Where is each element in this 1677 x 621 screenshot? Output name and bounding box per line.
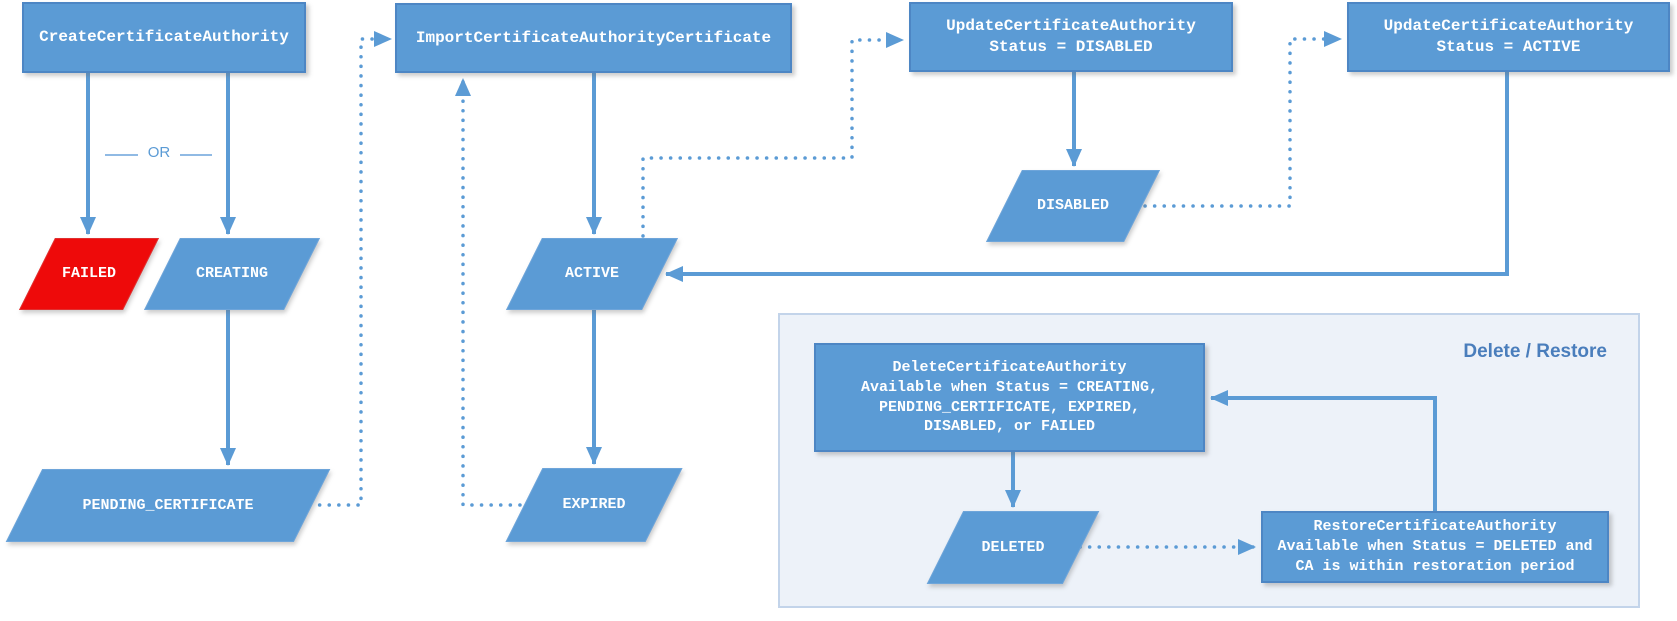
state-active-label: ACTIVE bbox=[564, 265, 619, 283]
state-deleted: DELETED bbox=[926, 511, 1100, 584]
state-creating: CREATING bbox=[143, 238, 321, 310]
node-update-certificate-authority-active: UpdateCertificateAuthority Status = ACTI… bbox=[1347, 2, 1670, 72]
state-disabled: DISABLED bbox=[985, 170, 1161, 242]
node-create-certificate-authority: CreateCertificateAuthority bbox=[22, 2, 306, 73]
node-restore-certificate-authority: RestoreCertificateAuthority Available wh… bbox=[1261, 511, 1609, 583]
state-expired-label: EXPIRED bbox=[562, 496, 626, 514]
node-restore-label: RestoreCertificateAuthority Available wh… bbox=[1277, 518, 1593, 575]
node-create-label: CreateCertificateAuthority bbox=[39, 28, 289, 47]
state-failed-label: FAILED bbox=[61, 265, 116, 283]
node-import-label: ImportCertificateAuthorityCertificate bbox=[415, 28, 772, 47]
edge-pending-to-import-dotted bbox=[308, 31, 393, 507]
state-failed: FAILED bbox=[18, 238, 160, 310]
node-delete-label: DeleteCertificateAuthority Available whe… bbox=[860, 358, 1159, 436]
or-label: OR bbox=[138, 144, 180, 161]
state-expired: EXPIRED bbox=[505, 468, 683, 542]
node-update-disabled-label: UpdateCertificateAuthority Status = DISA… bbox=[946, 17, 1196, 56]
state-disabled-label: DISABLED bbox=[1036, 197, 1109, 215]
delete-restore-panel-title: Delete / Restore bbox=[1463, 341, 1607, 362]
state-pending-certificate: PENDING_CERTIFICATE bbox=[5, 469, 331, 542]
node-delete-certificate-authority: DeleteCertificateAuthority Available whe… bbox=[814, 343, 1205, 452]
node-update-certificate-authority-disabled: UpdateCertificateAuthority Status = DISA… bbox=[909, 2, 1233, 72]
state-deleted-label: DELETED bbox=[981, 538, 1045, 556]
node-import-certificate-authority-certificate: ImportCertificateAuthorityCertificate bbox=[395, 3, 792, 73]
state-active: ACTIVE bbox=[505, 238, 679, 310]
state-creating-label: CREATING bbox=[195, 265, 268, 283]
node-update-active-label: UpdateCertificateAuthority Status = ACTI… bbox=[1383, 17, 1634, 56]
state-pending-certificate-label: PENDING_CERTIFICATE bbox=[82, 496, 254, 514]
